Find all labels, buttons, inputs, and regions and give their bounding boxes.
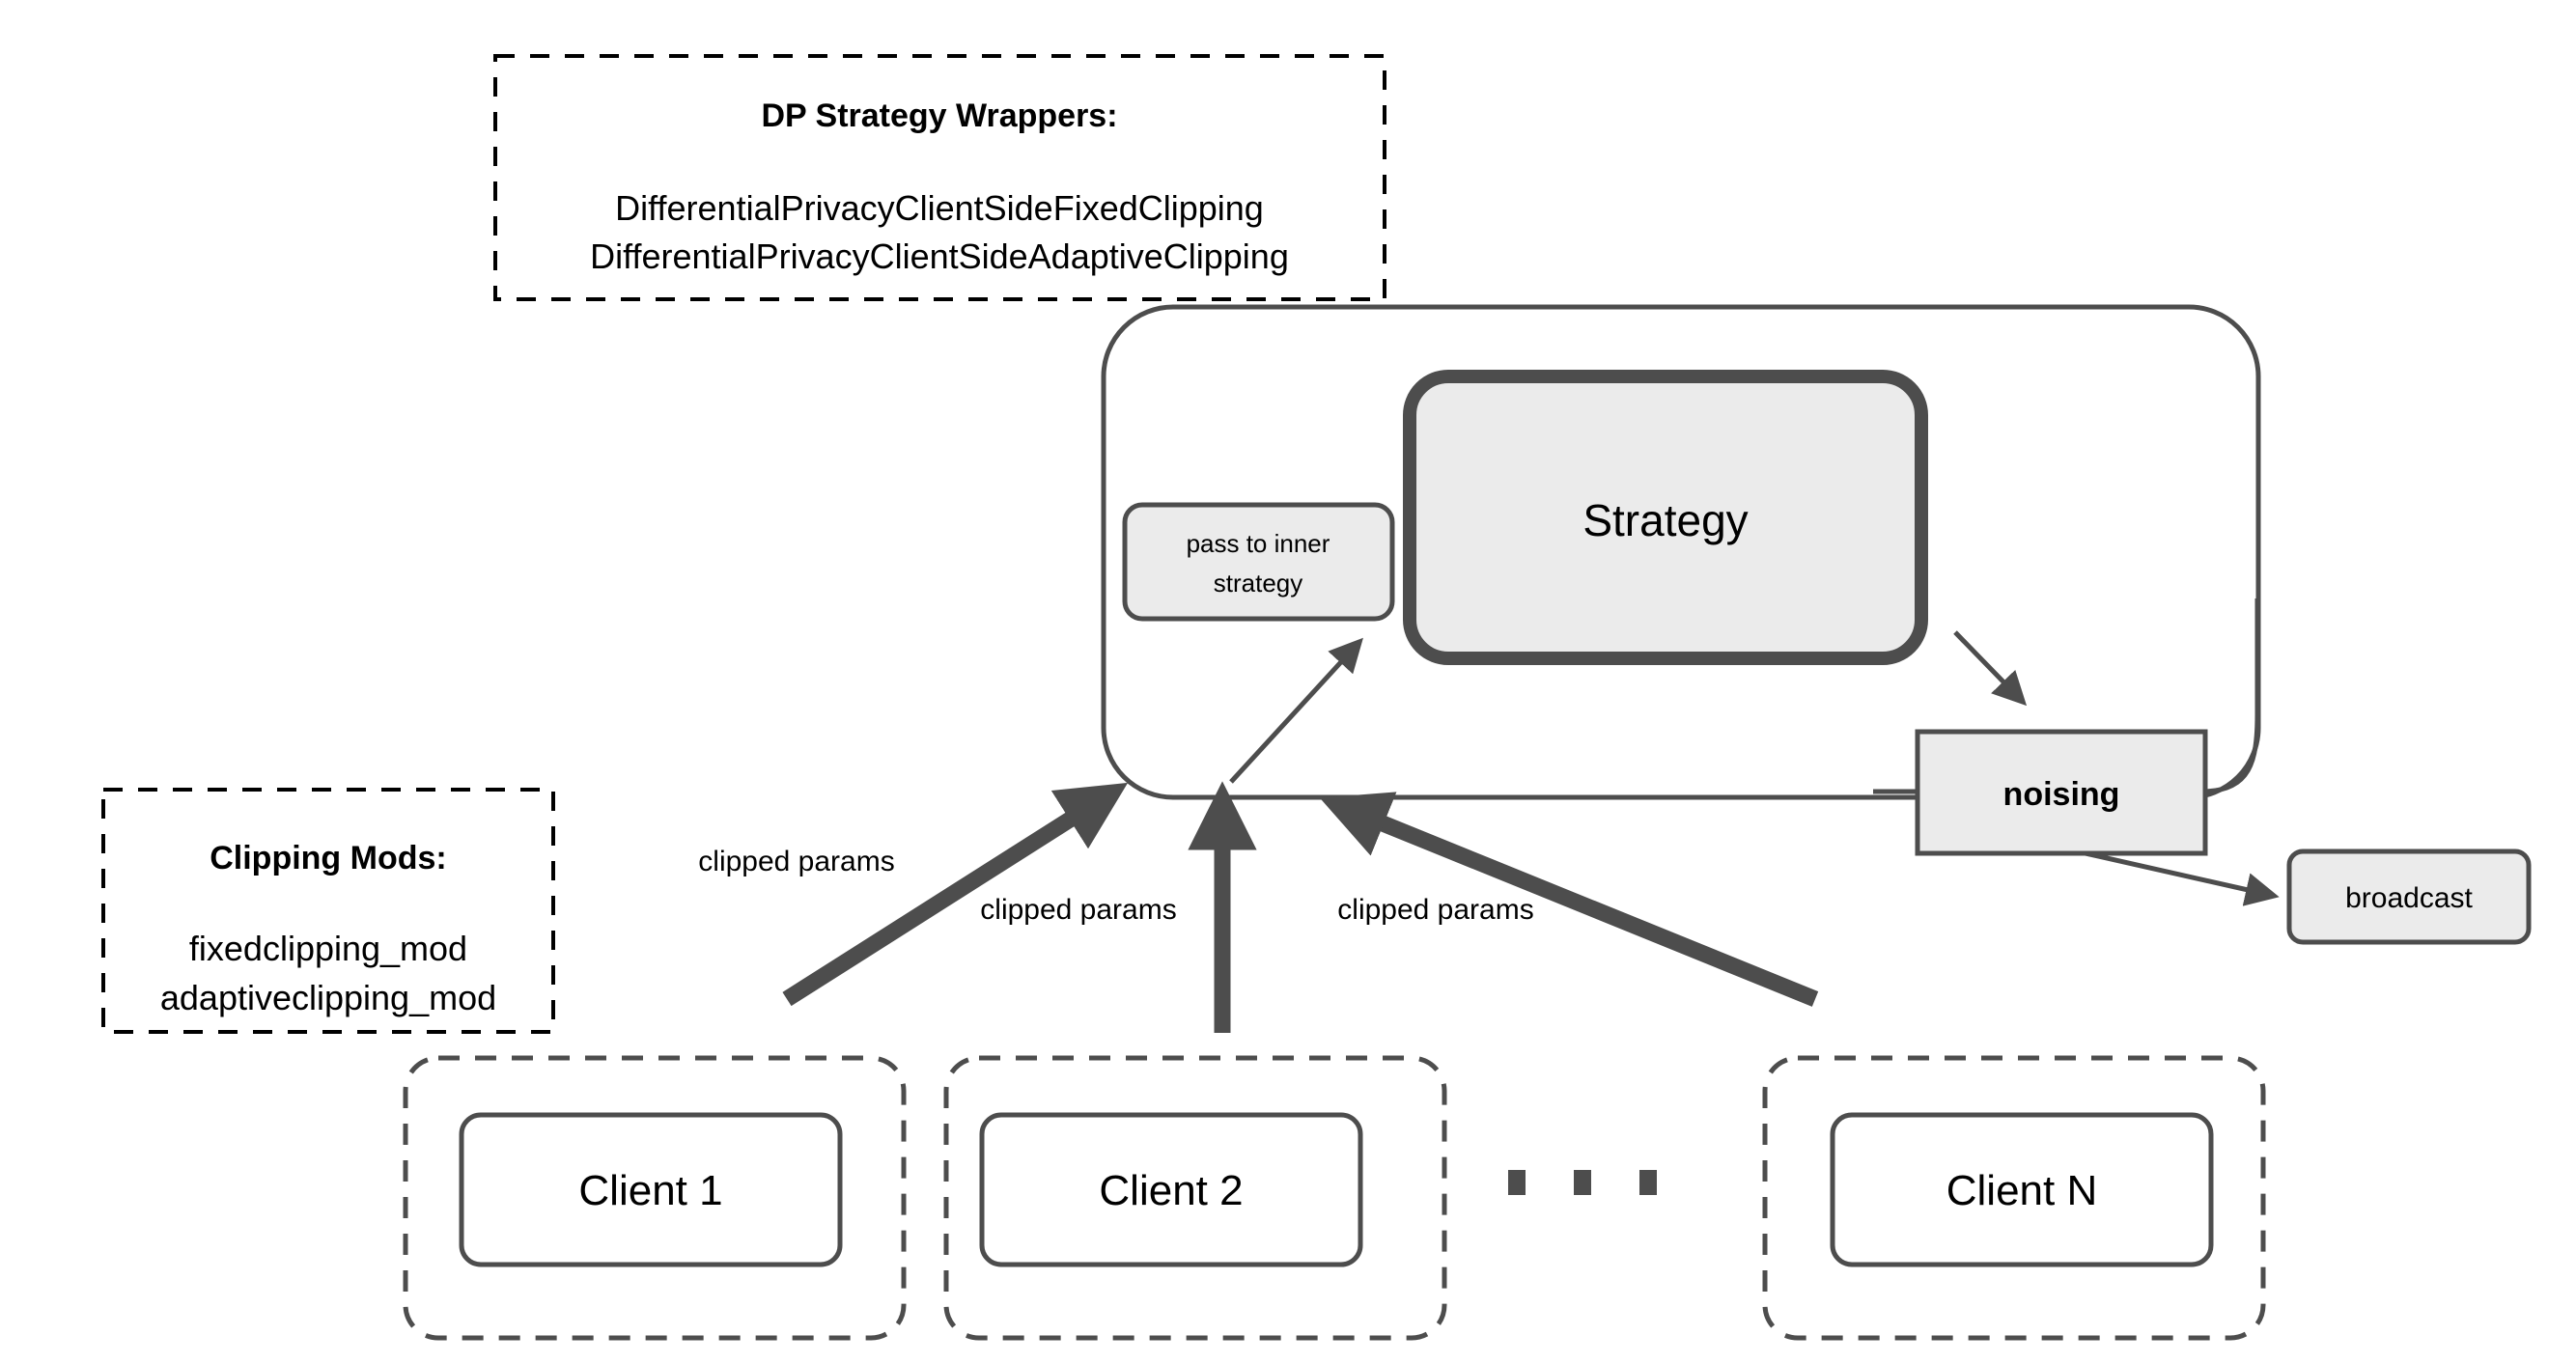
pass-to-inner-strategy-border <box>1122 502 1395 622</box>
client-group-1: Client 1 <box>403 1055 907 1341</box>
strategy-box[interactable]: Strategy <box>1403 370 1928 665</box>
client-2-label: Client 2 <box>1099 1167 1243 1214</box>
client-group-n: Client N <box>1762 1055 2266 1341</box>
clipping-mods-title: Clipping Mods: <box>210 840 447 876</box>
client-2-box[interactable]: Client 2 <box>979 1112 1363 1267</box>
client-n-box-border <box>1830 1112 2214 1267</box>
clipping-mods-line-1: fixedclipping_mod <box>189 929 467 968</box>
ellipsis-dot-1 <box>1508 1170 1526 1195</box>
arrow-strategy-to-noising <box>1953 630 2028 707</box>
dp-wrappers-line-1: DifferentialPrivacyClientSideFixedClippi… <box>615 188 1264 228</box>
edge-label-clipped-params-2: clipped params <box>980 894 1176 926</box>
pass-to-inner-strategy-box[interactable]: pass to inner strategy <box>1122 502 1395 622</box>
dp-wrappers-line-2: DifferentialPrivacyClientSideAdaptiveCli… <box>590 236 1289 276</box>
clipping-mods-line-2: adaptiveclipping_mod <box>160 978 496 1017</box>
edge-label-clipped-params-3: clipped params <box>1337 894 1533 926</box>
client-1-label: Client 1 <box>578 1167 722 1214</box>
pass-to-inner-strategy-label-line2: strategy <box>1214 569 1303 598</box>
arrow-noising-to-broadcast <box>2085 850 2280 906</box>
client-1-box[interactable]: Client 1 <box>459 1112 843 1267</box>
pass-to-inner-strategy-label-line1: pass to inner <box>1187 529 1330 558</box>
noising-label: noising <box>2003 776 2120 813</box>
dp-wrappers-dashed-border <box>493 54 1386 301</box>
clipping-mods-dashed-border <box>101 788 555 1034</box>
arrow-to-pass-to-inner-strategy <box>1229 637 1363 784</box>
noising-box-border <box>1915 729 2208 856</box>
arrow-client1-to-server <box>782 782 1129 1007</box>
strategy-label: Strategy <box>1582 495 1748 545</box>
ellipsis-dot-3 <box>1639 1170 1657 1195</box>
noising-box[interactable]: noising <box>1915 729 2208 856</box>
dp-wrappers-title: DP Strategy Wrappers: <box>761 97 1117 134</box>
broadcast-label: broadcast <box>2345 882 2473 914</box>
strategy-box-border <box>1403 370 1928 665</box>
client-2-box-border <box>979 1112 1363 1267</box>
clients-ellipsis <box>1508 1170 1657 1195</box>
client-n-label: Client N <box>1946 1167 2098 1214</box>
client-group-2: Client 2 <box>943 1055 1447 1341</box>
broadcast-box-border <box>2286 848 2532 945</box>
arrow-clientn-to-server <box>1319 792 1819 1007</box>
client-n-box[interactable]: Client N <box>1830 1112 2214 1267</box>
ellipsis-dot-2 <box>1574 1170 1591 1195</box>
annotation-clipping-mods: Clipping Mods: fixedclipping_mod adaptiv… <box>101 788 555 1034</box>
noising-to-server-link <box>2204 598 2260 794</box>
edge-label-clipped-params-1: clipped params <box>698 846 894 877</box>
client-1-box-border <box>459 1112 843 1267</box>
broadcast-box[interactable]: broadcast <box>2286 848 2532 945</box>
annotation-dp-strategy-wrappers: DP Strategy Wrappers: DifferentialPrivac… <box>493 54 1386 301</box>
